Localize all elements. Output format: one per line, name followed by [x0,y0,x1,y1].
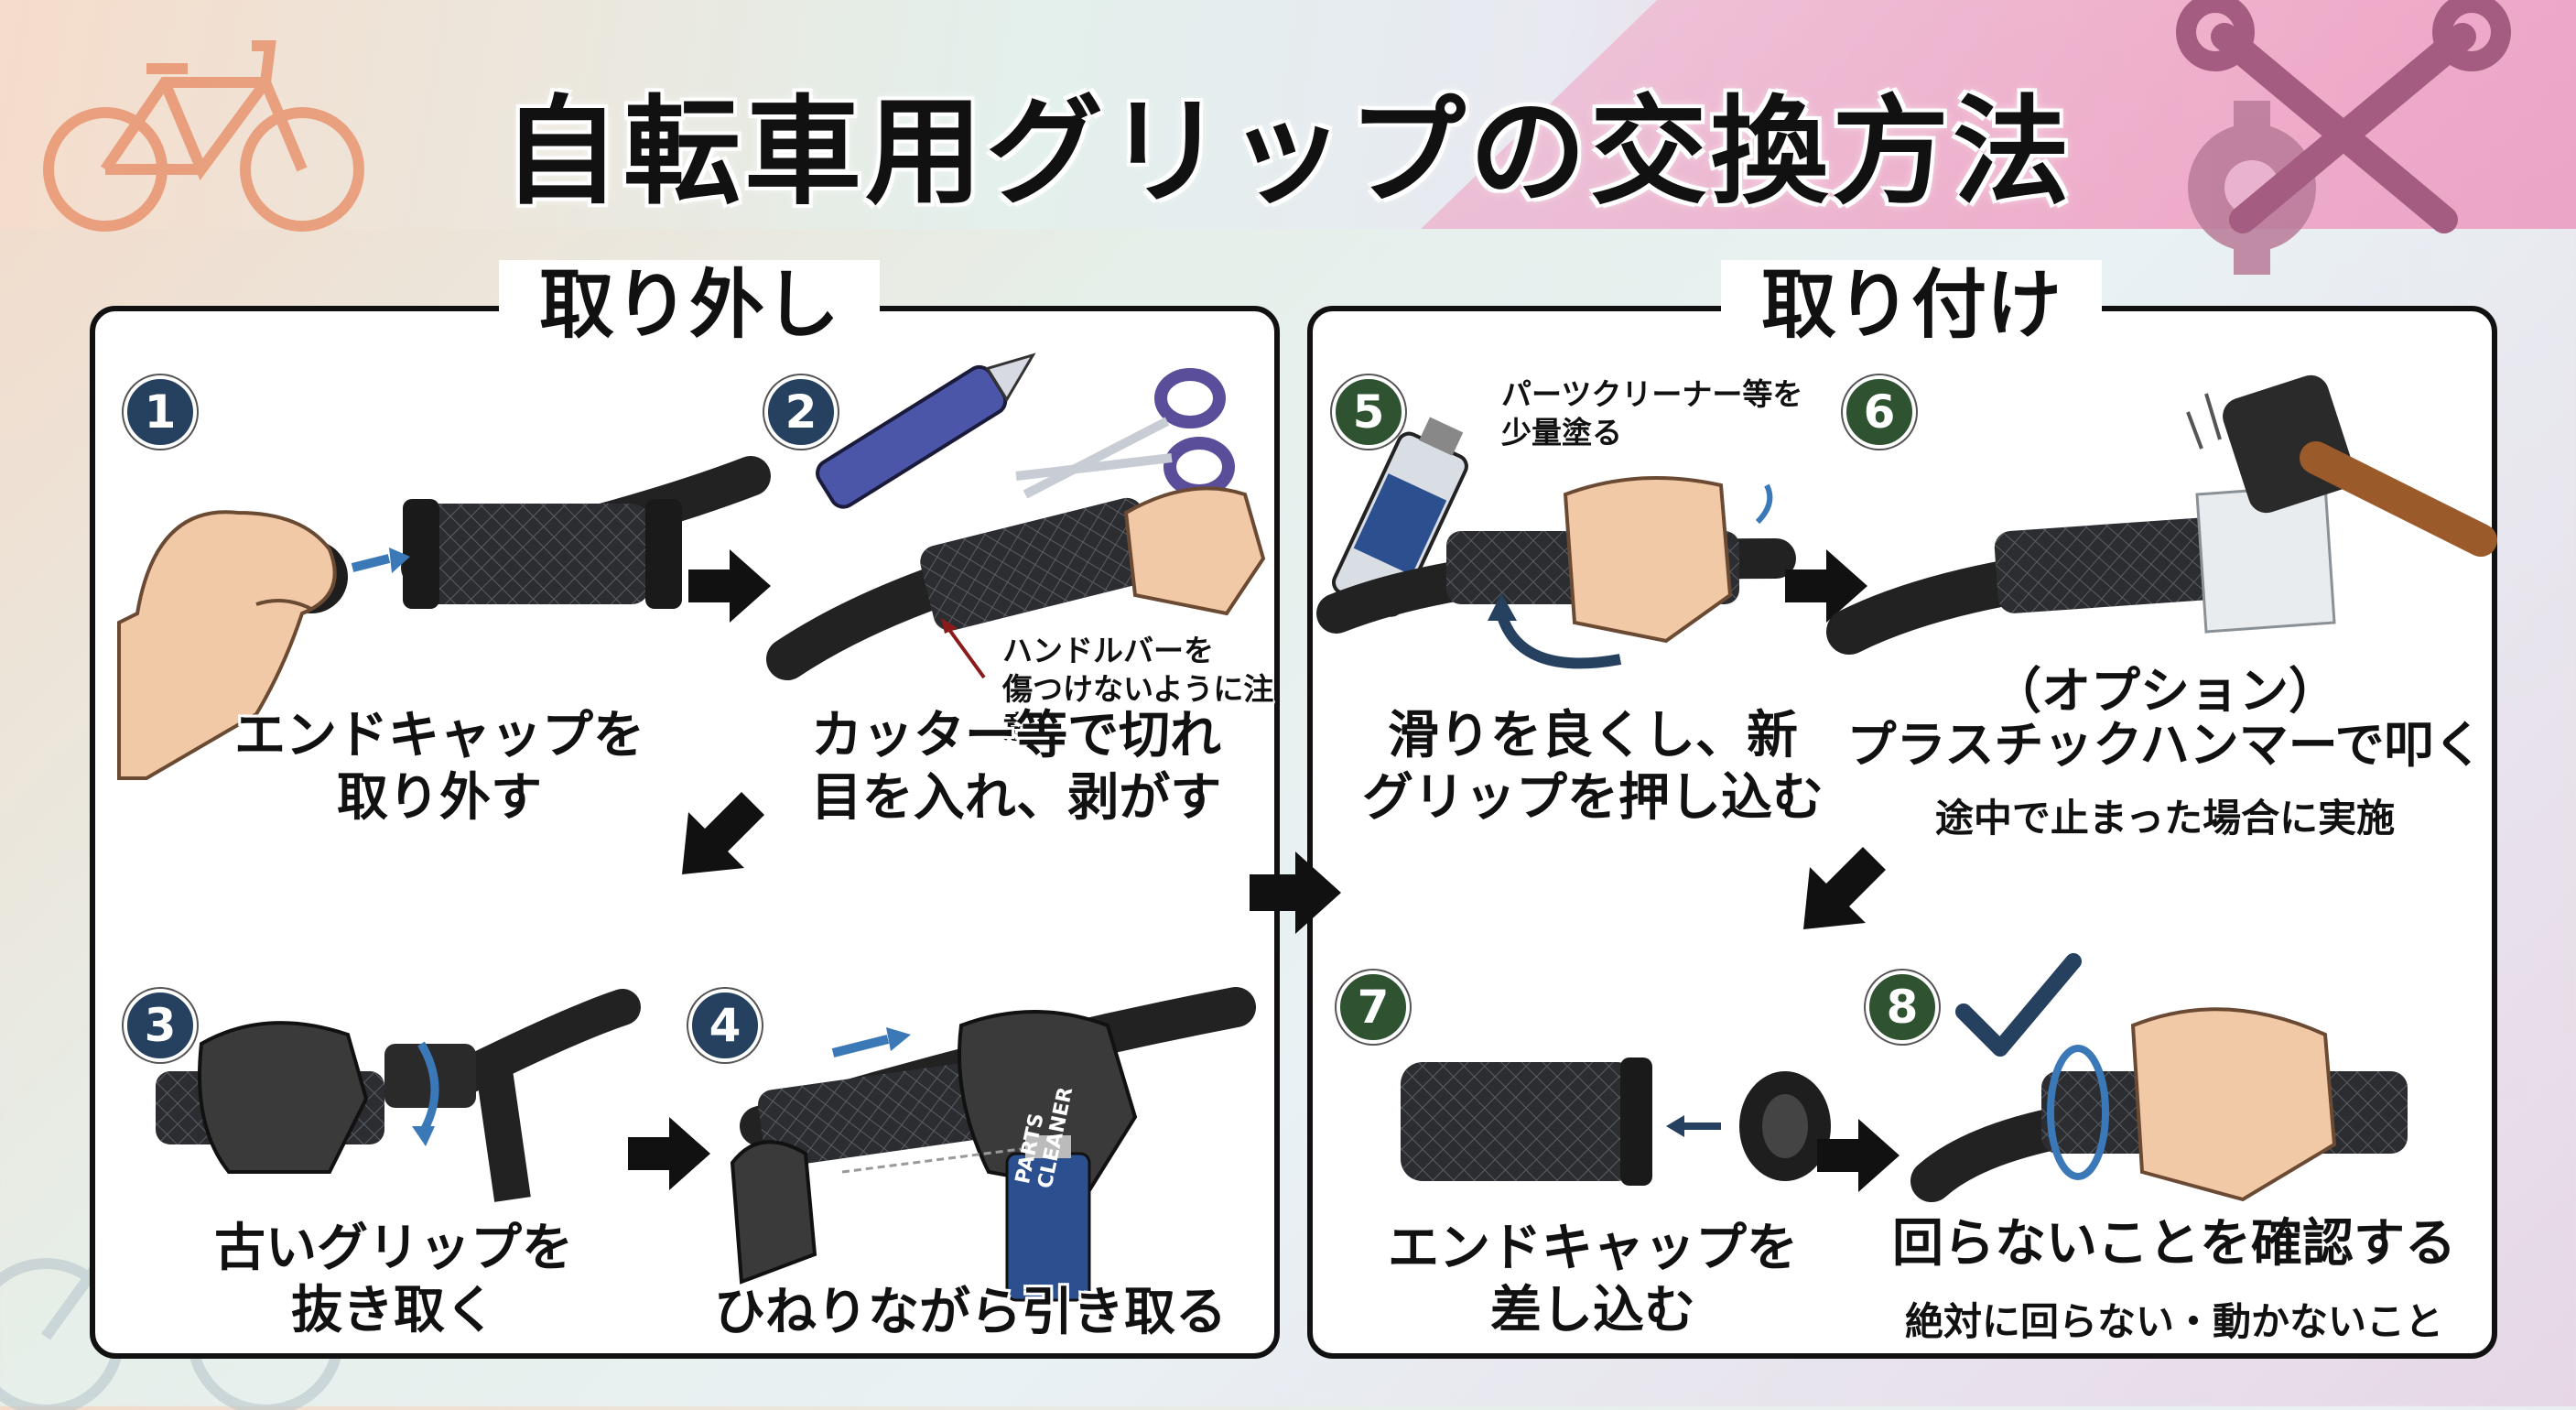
removal-heading: 取り外し [499,260,880,352]
arrow-right-icon [1250,851,1341,934]
step-8-badge: 8 [1866,971,1939,1044]
page-title: 自転車用グリップの交換方法 [502,84,2073,221]
step-7-illustration [1401,1058,1831,1186]
step-4-illustration [730,987,1256,1302]
arrow-down-left-icon [1803,847,1886,929]
install-heading: 取り付け [1721,260,2102,352]
step-1-badge: 1 [124,375,197,449]
step-1-illustration [117,456,771,780]
step-3-badge: 3 [124,989,197,1062]
step-6-badge: 6 [1843,375,1916,449]
step-8-note: 絶対に回らない・動かないこと [1904,1299,2443,1344]
step-3-label: 古いグリップを 抜き取く [214,1219,573,1340]
step-6-label: プラスチックハンマーで叩く [1846,716,2484,774]
arrow-right-icon [628,1117,710,1190]
arrow-right-icon [1785,549,1867,623]
step-5-illustration [1316,417,1796,669]
arrow-right-icon [688,549,771,623]
arrow-right-icon [1817,1119,1900,1192]
step-3-illustration [156,989,641,1202]
step-2-label: カッター等で切れ 目を入れ、剥がす [810,706,1222,828]
step-8-illustration [1910,1007,2408,1202]
step-2-note: ハンドルバーを 傷つけないように注意 [1002,633,1274,745]
step-2-illustration [766,352,1266,680]
bicycle-icon [43,40,364,232]
step-5-note: パーツクリーナー等を 少量塗る [1501,376,1803,450]
step-7-badge: 7 [1337,971,1410,1044]
step-4-label: ひねりながら引き取る [714,1283,1227,1342]
step-6-option: （オプション） [1992,662,2338,720]
step-1-label: エンドキャップを 取り外す [234,706,644,828]
arrow-down-left-icon [682,792,764,874]
step-5-badge: 5 [1332,375,1405,449]
step-5-label: 滑りを良くし、新 グリップを押し込む [1362,706,1824,828]
step-8-label: 回らないことを確認する [1892,1214,2456,1274]
step-6-illustration [1826,374,2497,655]
step-2-badge: 2 [764,375,838,449]
checkmark-icon [1955,953,2082,1057]
step-6-note: 途中で止まった場合に実施 [1934,796,2396,841]
step-7-label: エンドキャップを 差し込む [1388,1219,1798,1340]
wrench-gear-icon [2176,0,2511,275]
step-4-badge: 4 [688,989,762,1062]
